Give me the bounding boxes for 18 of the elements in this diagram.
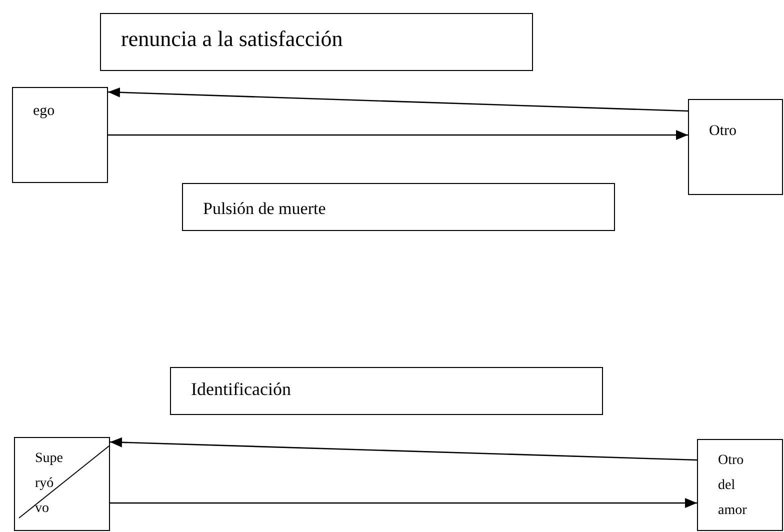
box-label: Otro [709, 122, 738, 141]
arrow [110, 437, 698, 461]
arrow [108, 87, 688, 112]
text-box [170, 367, 603, 415]
arrow [110, 498, 697, 508]
text-box [688, 99, 783, 195]
box-label: Pulsión de muerte [203, 198, 327, 220]
box-label: Otro del amor [718, 452, 748, 520]
text-box [100, 13, 533, 71]
box-label: Supe ryó vo [35, 450, 64, 518]
text-box [14, 437, 110, 531]
box-label: renuncia a la satisfacción [121, 25, 344, 53]
text-box [182, 183, 615, 231]
text-box [697, 439, 783, 531]
arrow [108, 130, 688, 140]
box-label: Identificación [191, 378, 292, 401]
text-box [12, 87, 108, 183]
box-label: ego [33, 102, 56, 121]
